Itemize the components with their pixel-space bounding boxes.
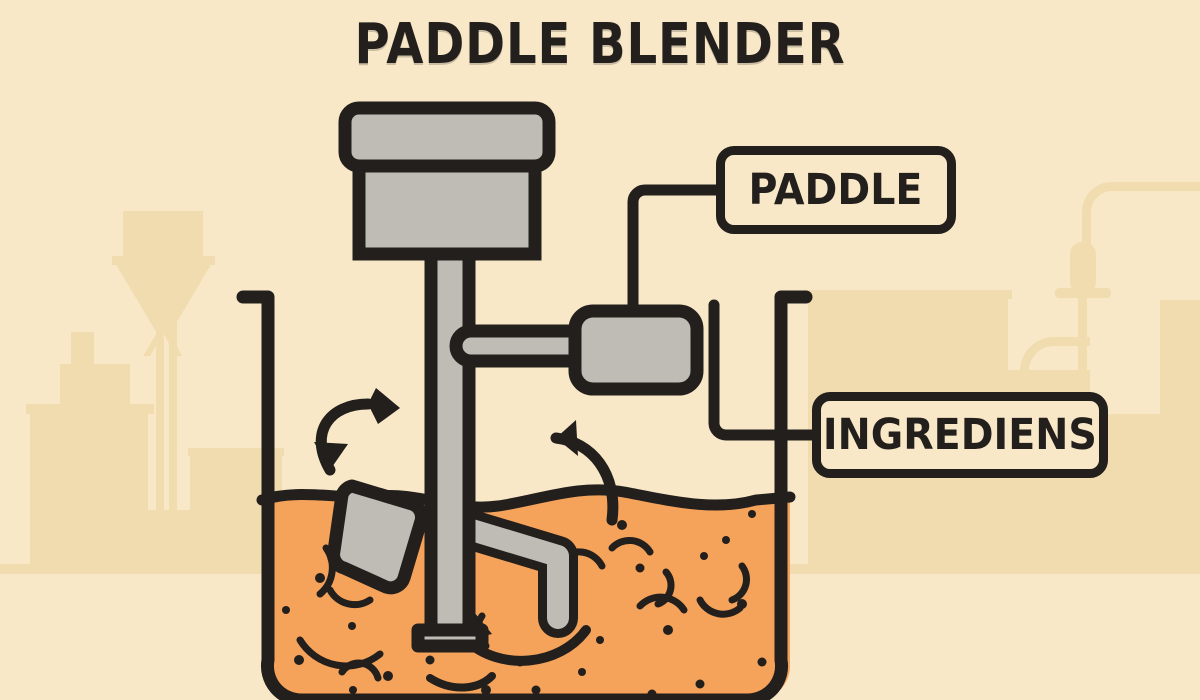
mixing-tank (236, 290, 813, 700)
bottom-swirl-arrow-2 (426, 672, 496, 692)
lower-paddle-blade (327, 479, 428, 595)
callout-paddle-label: PADDLE (749, 165, 923, 215)
upper-paddle-blade (568, 304, 704, 396)
page-title: PADDLE BLENDER (354, 12, 846, 77)
drive-shaft (411, 239, 489, 653)
motor-housing (352, 153, 542, 261)
callout-ingredients[interactable]: INGREDIENS (812, 392, 1108, 478)
left-double-arrow (314, 388, 400, 476)
lower-bent-arm (432, 504, 578, 638)
leader-line-paddle (627, 184, 722, 317)
ingredient-swirl-marks (296, 536, 750, 682)
motor-top-cap (338, 101, 556, 173)
callout-paddle[interactable]: PADDLE (716, 146, 956, 234)
callout-ingredients-label: INGREDIENS (823, 410, 1097, 460)
leader-line-ingredients (708, 299, 818, 441)
right-curved-arrow (550, 420, 619, 526)
